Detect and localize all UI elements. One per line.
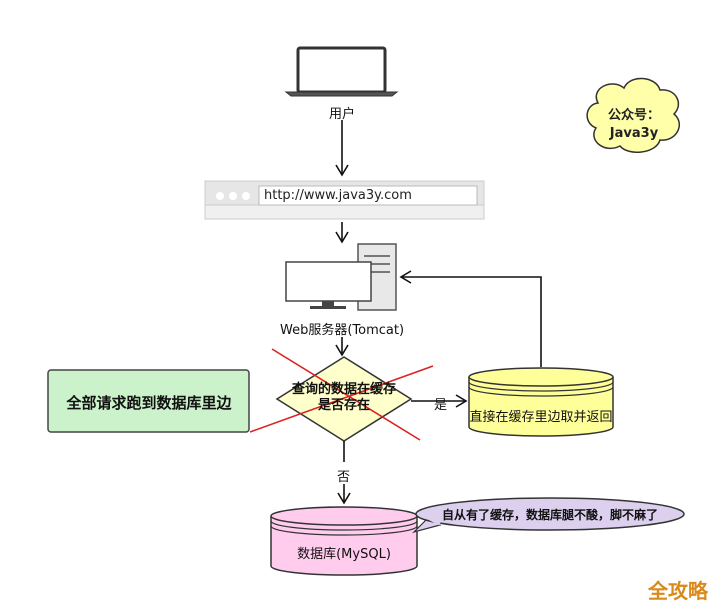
arrow-cache-to-server [399, 270, 542, 367]
url-text: http://www.java3y.com [264, 188, 412, 203]
no-label: 否 [337, 470, 351, 485]
speech-bubble-text: 自从有了缓存，数据库腿不酸，脚不麻了 [441, 508, 659, 522]
address-bar [258, 185, 478, 206]
decision-text: 查询的数据在缓存 是否存在 [274, 382, 414, 414]
database-cylinder [270, 506, 418, 576]
all-requests-label: 全部请求跑到数据库里边 [66, 394, 232, 412]
all-requests-box [47, 369, 250, 433]
red-cross-mark [249, 348, 434, 441]
decision-line-1: 查询的数据在缓存 [291, 382, 396, 397]
laptop-icon [284, 46, 399, 97]
browser-window [204, 180, 485, 220]
cloud-line-1: 公众号： [607, 108, 661, 123]
web-server-label: Web服务器(Tomcat) [279, 323, 405, 338]
watermark: 全攻略 [648, 579, 708, 603]
yes-label: 是 [434, 398, 448, 413]
cache-cylinder [468, 367, 614, 437]
cloud-line-2: Java3y [609, 126, 659, 141]
database-label: 数据库(MySQL) [297, 547, 391, 562]
decision-line-2: 是否存在 [317, 398, 370, 413]
user-label: 用户 [328, 107, 356, 122]
cache-label: 直接在缓存里边取并返回 [469, 410, 613, 425]
monitor-icon [285, 261, 372, 309]
cloud-badge [586, 77, 680, 153]
speech-bubble [411, 497, 685, 534]
cloud-text: 公众号： Java3y [608, 107, 660, 143]
